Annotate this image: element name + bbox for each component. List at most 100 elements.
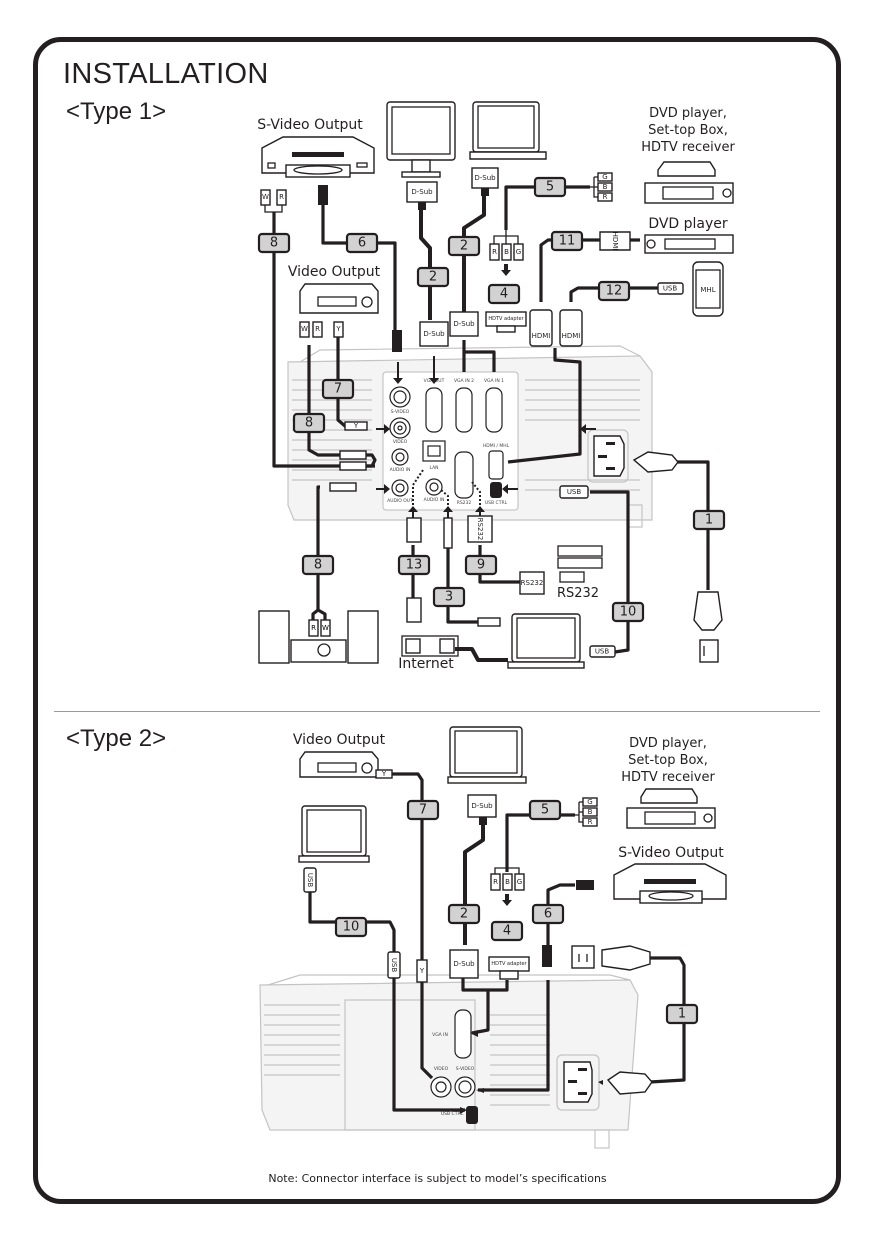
svg-text:7: 7 [419,803,427,818]
svideo-plug-type2 [542,880,594,967]
badge-8-a: 8 [257,232,291,254]
port-rs232[interactable]: RS232 [454,451,474,506]
svg-text:B: B [588,808,593,816]
svg-text:AUDIO IN: AUDIO IN [390,467,411,473]
svg-text:5: 5 [541,803,549,818]
badge-8-b: 8 [292,412,326,434]
svg-text:10: 10 [620,605,637,620]
svg-text:USB: USB [567,488,582,496]
dvd-player-device-type1: DVD player [644,216,734,254]
svg-text:USB: USB [306,873,314,888]
badge-4-b: 4 [490,920,524,942]
svg-text:AUDIO OUT: AUDIO OUT [387,498,413,504]
port-svideo[interactable]: S-VIDEO [389,386,411,415]
svg-text:Set-top Box,: Set-top Box, [628,753,708,768]
dsub-connector-panel-1: D-Sub [419,321,449,347]
port-vga-in-2[interactable]: VGA IN 2 [454,378,474,433]
svg-text:12: 12 [606,284,623,299]
badge-10-a: 10 [611,601,645,623]
rca-y-plug-panel-type2: Y [416,959,428,983]
svg-text:13: 13 [406,558,423,573]
svg-text:R: R [279,193,284,201]
svg-text:RS232: RS232 [476,518,484,541]
svg-text:G: G [602,173,607,181]
badge-2-c: 2 [447,903,481,925]
rgb-component-plugs-top: R B G [489,230,524,276]
svg-text:4: 4 [500,287,508,302]
badge-12: 12 [597,280,631,302]
svg-text:R: R [493,878,498,886]
svg-text:VGA IN 1: VGA IN 1 [484,378,504,384]
svg-text:8: 8 [305,416,313,431]
svg-text:S-VIDEO: S-VIDEO [391,409,410,415]
svg-text:R: R [311,624,316,632]
port-audio-out[interactable]: AUDIO OUT [387,479,413,504]
arrows-type2 [460,1030,603,1114]
svg-text:10: 10 [343,920,360,935]
dsub-connector-laptop-type2: D-Sub [467,794,497,825]
badge-5: 5 [533,176,567,198]
svg-text:B: B [505,878,510,886]
port-svideo-type2[interactable]: S-VIDEO [454,1066,476,1098]
svg-text:HDTV adapter: HDTV adapter [491,961,527,967]
dsub-connector-monitor: D-Sub [406,181,438,210]
svg-text:HDTV adapter: HDTV adapter [488,316,524,322]
type2-label: <Type 2> [66,725,167,752]
port-usb-ctrl-type2[interactable]: USB CTRL [441,1106,478,1124]
svg-text:5: 5 [546,180,554,195]
svg-text:DVD player,: DVD player, [649,106,727,121]
hdmi-plug-2: HDMI [559,309,583,347]
laptop-icon-type2-top [447,726,527,784]
dvd-stb-hdtv-device-type1: DVD player, Set-top Box, HDTV receiver [641,106,735,204]
port-usb-ctrl[interactable]: USB CTRL [485,482,508,506]
type2-diagram: VGA IN VIDEO S-VIDEO USB CTRL [259,726,727,1149]
section-divider [54,711,820,712]
usb-plug-laptop: USB [589,645,616,658]
dvd-stb-hdtv-device-type2: DVD player, Set-top Box, HDTV receiver [621,736,716,829]
svg-text:R: R [603,193,608,201]
badge-6-b: 6 [531,903,565,925]
svg-text:DVD player: DVD player [648,216,728,232]
usb-plug-panel-type2: USB [387,951,401,979]
cables-type1 [272,185,710,662]
badge-1-b: 1 [665,1003,699,1025]
svg-text:D-Sub: D-Sub [423,330,445,338]
speaker-system-device: R W [258,600,379,664]
svg-text:B: B [603,183,608,191]
page-frame [33,37,841,1204]
port-audio-in[interactable]: AUDIO IN [390,448,411,473]
badge-6: 6 [345,232,379,254]
svg-text:9: 9 [477,558,485,573]
svg-text:2: 2 [429,270,437,285]
port-lan[interactable]: LAN [422,440,446,471]
svg-text:8: 8 [270,236,278,251]
svg-text:USB CTRL: USB CTRL [485,500,508,506]
port-hdmi-mhl[interactable]: HDMI / MHL [483,443,510,480]
port-audio-in-2[interactable]: AUDIO IN [424,478,445,503]
video-output-device-type2: Video Output [293,732,386,778]
svg-text:VIDEO: VIDEO [393,439,408,445]
power-inlet-type2[interactable] [556,1054,600,1111]
rca-wr-y-plugs-video: W R Y [299,321,344,338]
port-video-type2[interactable]: VIDEO [430,1066,452,1098]
port-video[interactable]: VIDEO [389,417,411,445]
rca-wr-plugs-top: W R [260,189,287,213]
svg-text:D-Sub: D-Sub [453,320,475,328]
port-vga-in-1[interactable]: VGA IN 1 [484,378,504,433]
internet-router: Internet [398,635,459,672]
port-vga-in-type2[interactable]: VGA IN [432,1009,472,1059]
monitor-icon [386,101,456,178]
power-inlet-type1[interactable] [587,429,629,483]
hdmi-plug-1: HDMI [529,309,553,347]
svg-text:USB: USB [663,285,678,293]
footnote: Note: Connector interface is subject to … [268,1172,607,1185]
svg-text:B: B [504,248,509,256]
badge-2-a: 2 [416,266,450,288]
badge-10-b: 10 [334,916,368,938]
svg-text:7: 7 [334,382,342,397]
svg-text:D-Sub: D-Sub [471,802,493,810]
connectors-type2: Y USB D-Sub R B G G B R [303,769,653,1095]
hdtv-adapter-type1: HDTV adapter [485,311,527,333]
laptop-icon-type1-bottom [507,613,585,669]
svg-text:RS232: RS232 [457,500,472,506]
